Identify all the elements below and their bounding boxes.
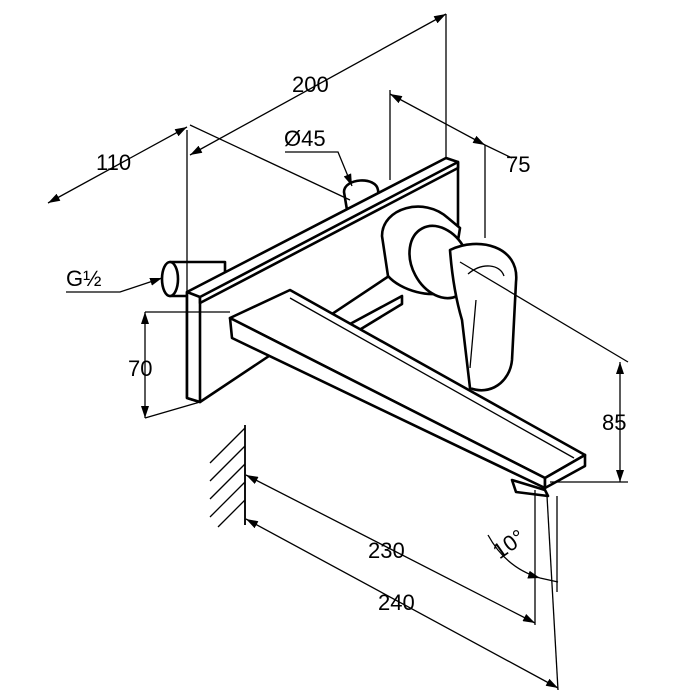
dimension-lines xyxy=(47,13,624,689)
dim-thread: G½ xyxy=(66,266,101,291)
dim-handle-offset: 75 xyxy=(506,152,530,177)
dim-spout-angle: 10° xyxy=(488,524,530,564)
dim-pipe-length: 110 xyxy=(96,150,131,175)
dim-spout-height: 70 xyxy=(128,356,152,381)
dim-handle-height: 85 xyxy=(602,410,626,435)
mixer-handle xyxy=(380,205,518,392)
dim-spout-reach-inner: 230 xyxy=(368,538,405,563)
dimension-labels: 200 Ø45 75 110 G½ 70 85 230 240 10° xyxy=(66,72,626,615)
dim-overall-length: 200 xyxy=(292,72,329,97)
dim-spout-reach-outer: 240 xyxy=(378,590,415,615)
wall-hatching xyxy=(209,425,246,528)
spout xyxy=(228,288,587,498)
dim-rosette-diameter: Ø45 xyxy=(284,126,326,151)
